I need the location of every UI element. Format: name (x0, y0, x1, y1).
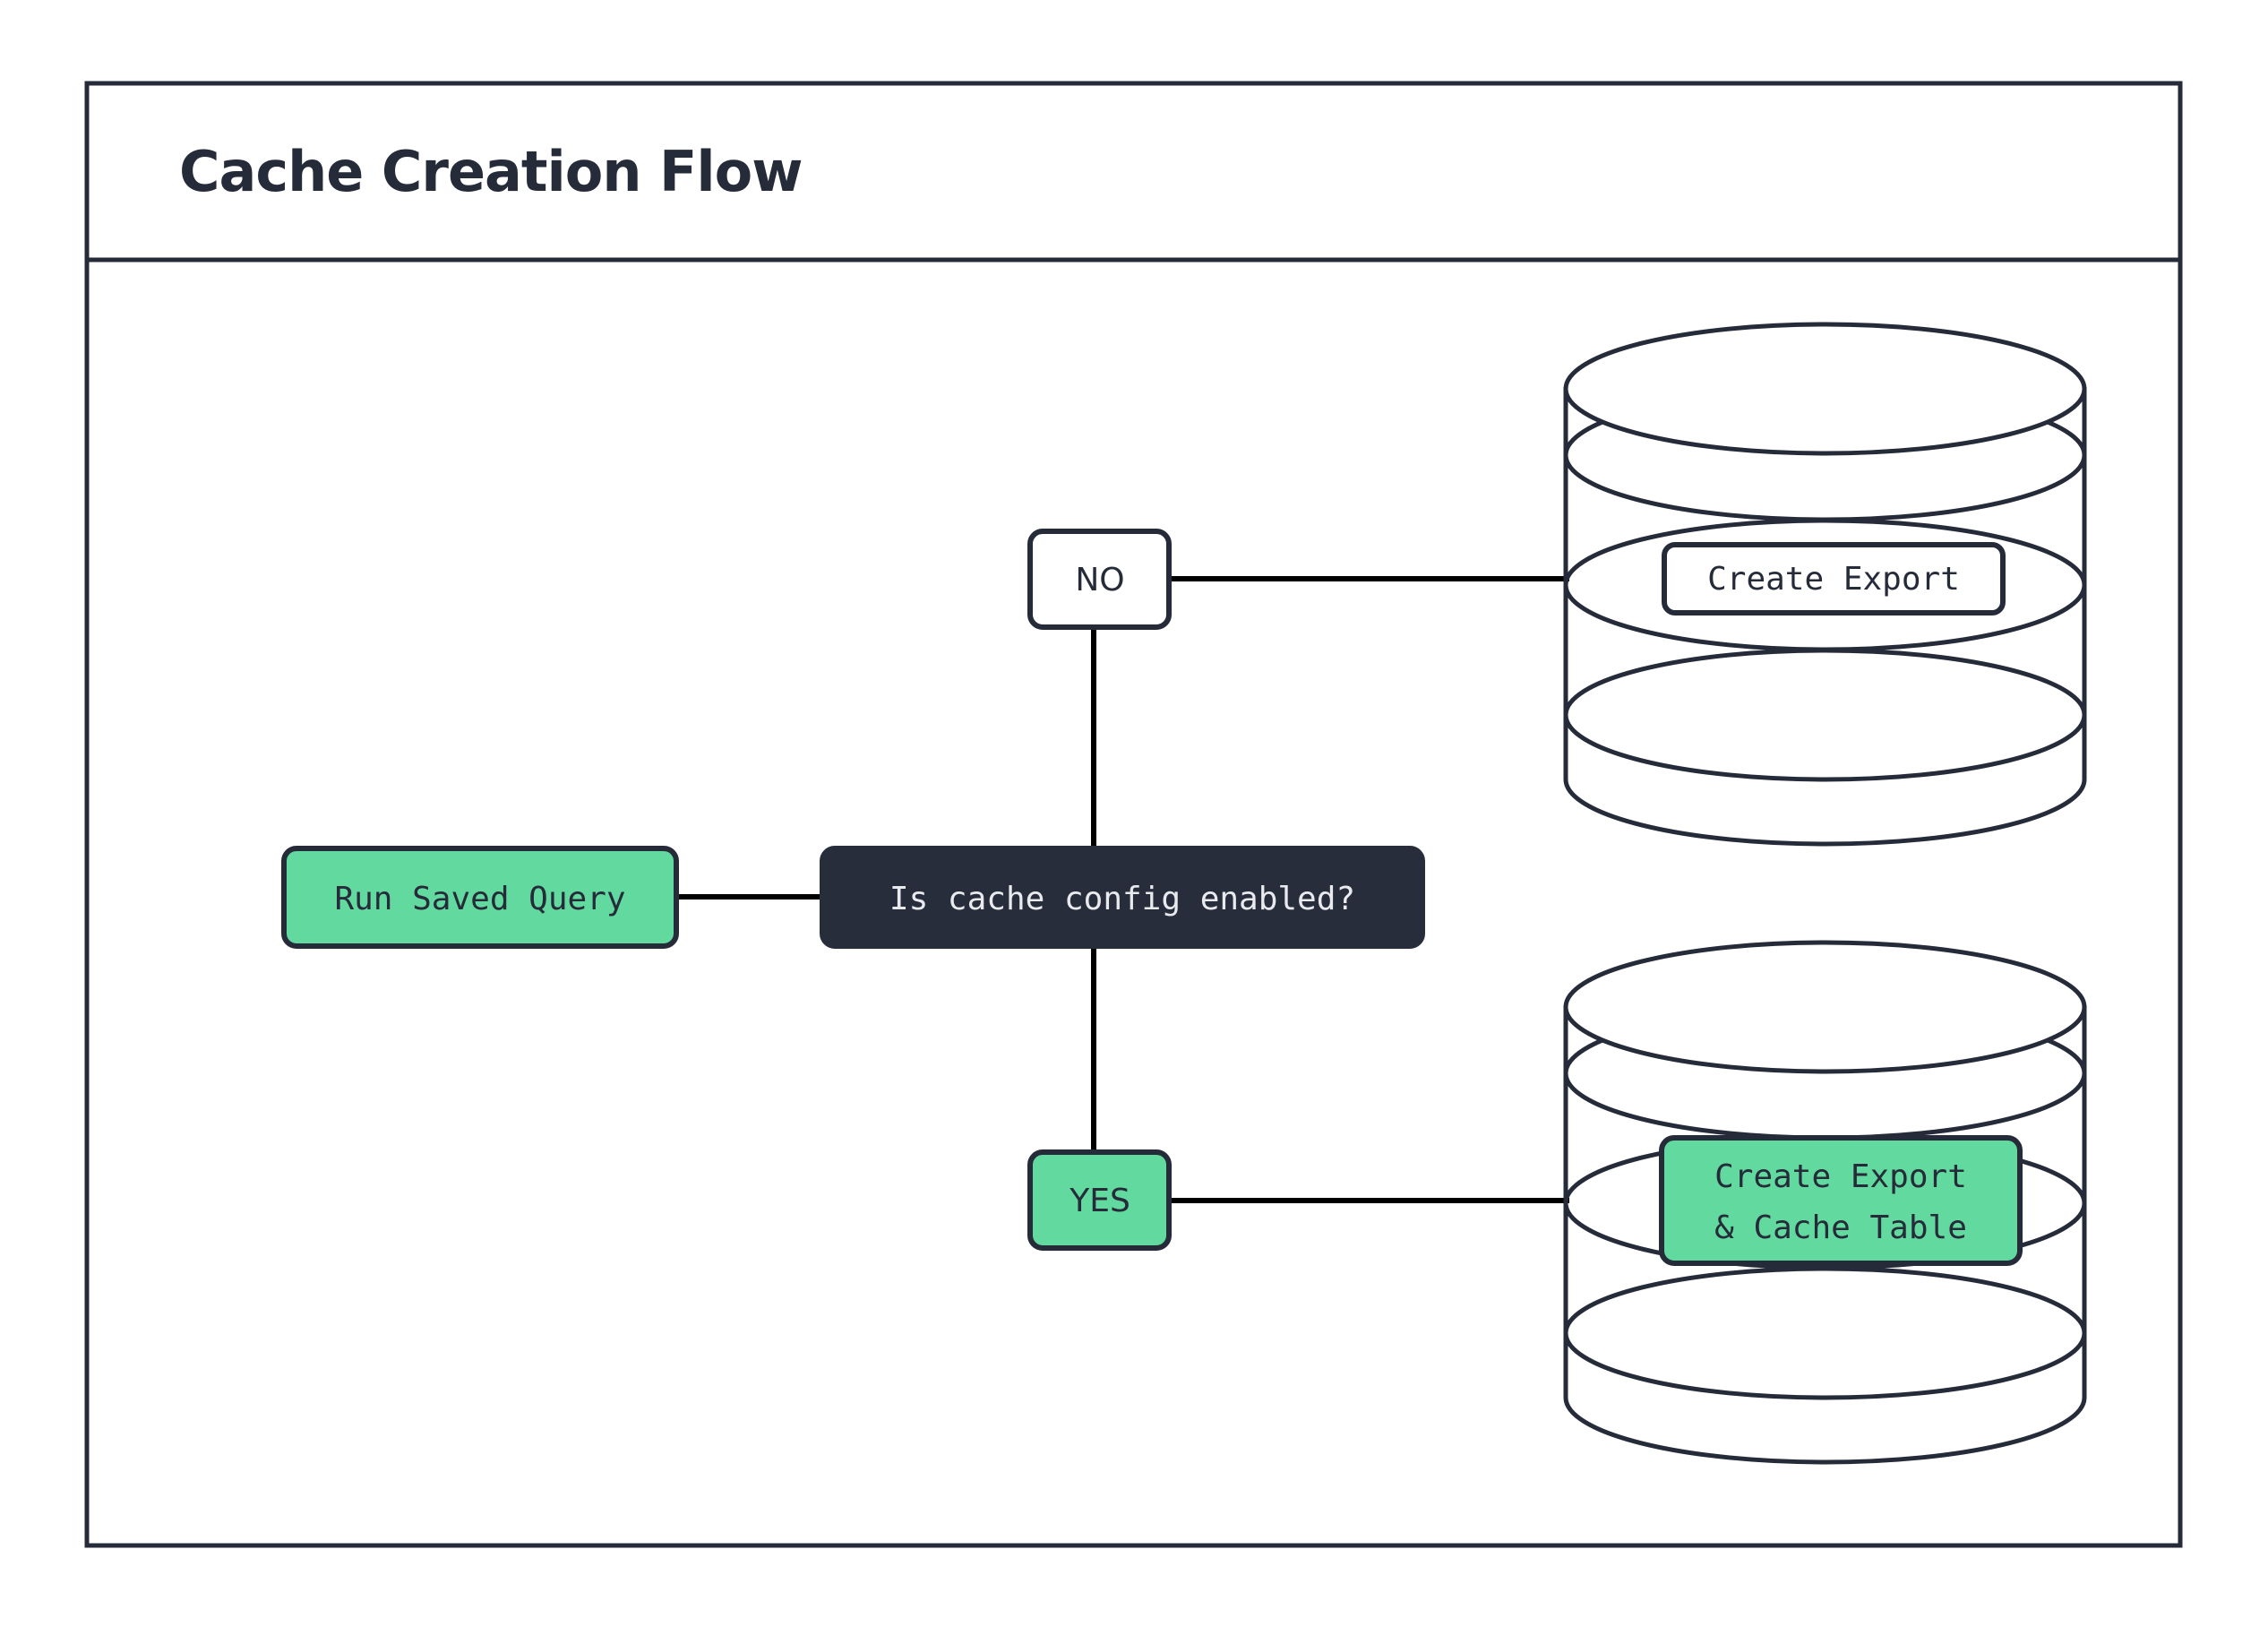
diagram-frame (84, 81, 2183, 1548)
branch-no-box[interactable] (1027, 529, 1172, 630)
db-export-cache-label-line2: & Cache Table (1714, 1209, 1967, 1246)
db-export-cache-label-box[interactable] (1659, 1135, 2023, 1266)
branch-no-label: NO (1075, 562, 1124, 598)
cylinder-bottom-arc (1563, 779, 2087, 847)
db-export-cache-label-line1: Create Export (1714, 1158, 1967, 1195)
branch-yes-box[interactable] (1027, 1149, 1172, 1251)
cylinder2-top-disk (1563, 940, 2087, 1074)
page-title: Cache Creation Flow (179, 139, 803, 204)
node-branch-yes[interactable]: YES (1027, 1149, 1172, 1251)
cylinder2-disk-4 (1563, 1266, 2087, 1400)
cylinder-top-disk (1563, 322, 2087, 456)
database-cylinder-export-cache: Create Export & Cache Table (1563, 940, 2087, 1465)
node-run-saved-query[interactable]: Run Saved Query (281, 846, 679, 949)
run-saved-query-box[interactable] (281, 846, 679, 949)
decision-box[interactable] (820, 846, 1425, 949)
db-export-label: Create Export (1707, 561, 1960, 598)
node-branch-no[interactable]: NO (1027, 529, 1172, 630)
node-is-cache-config-enabled[interactable]: Is cache config enabled? (820, 846, 1425, 949)
branch-yes-label: YES (1069, 1183, 1130, 1219)
cylinder2-bottom-arc (1563, 1397, 2087, 1465)
db-export-label-box[interactable] (1662, 542, 2006, 616)
database-cylinder-export: Create Export (1563, 322, 2087, 847)
decision-label: Is cache config enabled? (889, 881, 1355, 917)
cylinder-disk-4 (1563, 648, 2087, 782)
run-saved-query-label: Run Saved Query (334, 881, 625, 917)
